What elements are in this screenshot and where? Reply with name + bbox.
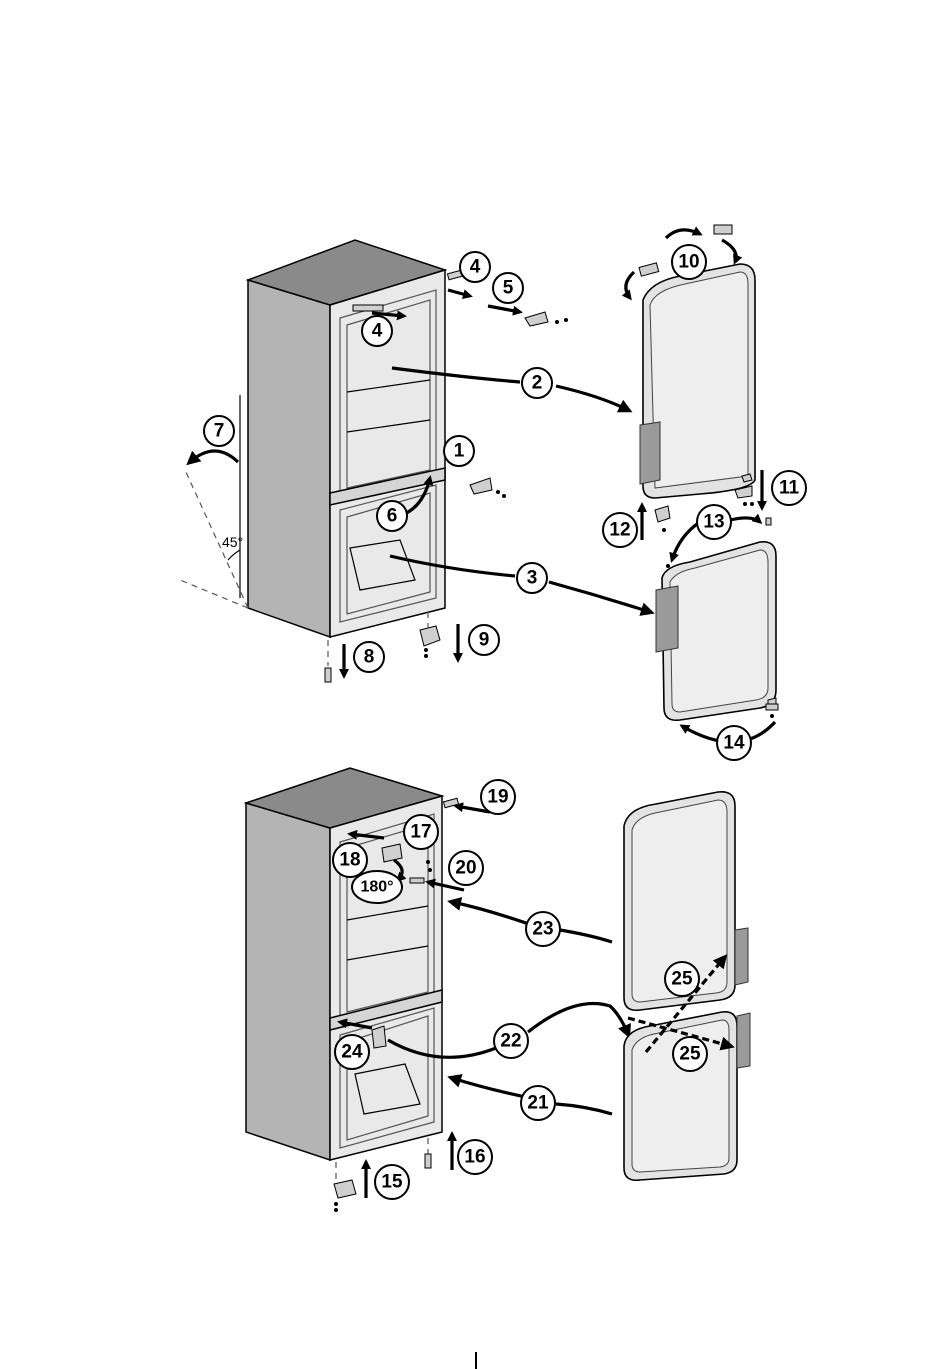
step-12-label: 12	[603, 513, 637, 547]
step-18-label: 18	[333, 843, 367, 877]
svg-text:1: 1	[454, 441, 465, 462]
step-25b-label: 25	[673, 1037, 707, 1071]
step-23-label: 23	[526, 912, 560, 946]
hinge-icon	[334, 1180, 356, 1198]
svg-text:13: 13	[703, 512, 724, 533]
svg-text:17: 17	[410, 822, 431, 843]
step-17-label: 17	[404, 815, 438, 849]
lower-door-top	[656, 542, 778, 720]
arrow-icon	[190, 451, 238, 462]
svg-text:7: 7	[214, 421, 225, 442]
step-20-label: 20	[449, 851, 483, 885]
step-9-label: 9	[469, 625, 499, 655]
arrow-icon	[626, 272, 634, 298]
arrow-icon	[560, 930, 612, 942]
handle-icon	[656, 586, 678, 652]
arrow-icon	[528, 1003, 628, 1034]
svg-text:9: 9	[479, 630, 490, 651]
handle-icon	[735, 928, 748, 985]
arrow-icon	[556, 386, 628, 410]
hinge-icon	[525, 312, 548, 326]
step-25a-label: 25	[665, 962, 699, 996]
handle-icon	[737, 1013, 750, 1068]
hinge-icon	[655, 506, 670, 522]
step-8-label: 8	[354, 642, 384, 672]
svg-text:15: 15	[381, 1172, 403, 1193]
step-22-label: 22	[494, 1024, 528, 1058]
arrow-icon	[448, 290, 470, 296]
svg-text:20: 20	[455, 858, 476, 879]
svg-text:5: 5	[503, 278, 514, 299]
step-21-label: 21	[521, 1086, 555, 1120]
svg-text:23: 23	[532, 919, 553, 940]
step-24-label: 24	[335, 1035, 369, 1069]
svg-text:8: 8	[364, 647, 375, 668]
svg-text:2: 2	[532, 373, 543, 394]
svg-text:180°: 180°	[360, 879, 393, 896]
svg-text:4: 4	[372, 321, 383, 342]
svg-text:6: 6	[387, 506, 398, 527]
svg-text:16: 16	[464, 1147, 485, 1168]
svg-text:22: 22	[500, 1031, 521, 1052]
svg-text:4: 4	[470, 257, 481, 278]
arrow-icon	[549, 582, 650, 612]
rotate-180-label: 180°	[352, 871, 402, 903]
hinge-icon	[470, 478, 492, 494]
step-19-label: 19	[481, 780, 515, 814]
arrow-icon	[666, 230, 700, 238]
svg-text:11: 11	[779, 478, 800, 499]
svg-text:21: 21	[527, 1093, 549, 1114]
step-11-label: 11	[772, 471, 806, 505]
screw-icon	[564, 318, 568, 322]
arrow-icon	[722, 240, 736, 262]
step-5-label: 5	[493, 273, 523, 303]
svg-text:19: 19	[487, 787, 508, 808]
step-14-label: 14	[717, 726, 751, 760]
svg-text:3: 3	[527, 568, 538, 589]
screw-icon	[325, 668, 331, 682]
step-7-label: 7	[204, 416, 234, 446]
arrow-icon	[556, 1104, 612, 1114]
step-13-label: 13	[697, 505, 731, 539]
svg-text:12: 12	[609, 520, 630, 541]
svg-text:25: 25	[679, 1044, 701, 1065]
screw-icon	[555, 320, 559, 324]
step-4a-label: 4	[460, 252, 490, 282]
screw-icon	[425, 1154, 431, 1168]
arrow-icon	[488, 306, 520, 312]
step-2-label: 2	[522, 368, 552, 398]
step-16-label: 16	[458, 1140, 492, 1174]
svg-text:10: 10	[678, 252, 699, 273]
svg-text:25: 25	[671, 969, 693, 990]
arrow-icon	[672, 522, 700, 560]
top-fridge-cabinet	[248, 240, 445, 637]
svg-text:24: 24	[341, 1042, 363, 1063]
step-15-label: 15	[375, 1165, 409, 1199]
step-4b-label: 4	[362, 316, 392, 346]
step-6-label: 6	[377, 501, 407, 531]
page-divider	[475, 1352, 477, 1369]
step-10-label: 10	[672, 245, 706, 279]
step-1-label: 1	[444, 436, 474, 466]
step-3-label: 3	[517, 563, 547, 593]
hinge-icon	[372, 1026, 386, 1048]
svg-text:18: 18	[339, 850, 360, 871]
svg-text:14: 14	[723, 733, 745, 754]
handle-icon	[640, 422, 660, 484]
hinge-icon	[420, 626, 440, 646]
arrow-icon	[730, 518, 760, 522]
